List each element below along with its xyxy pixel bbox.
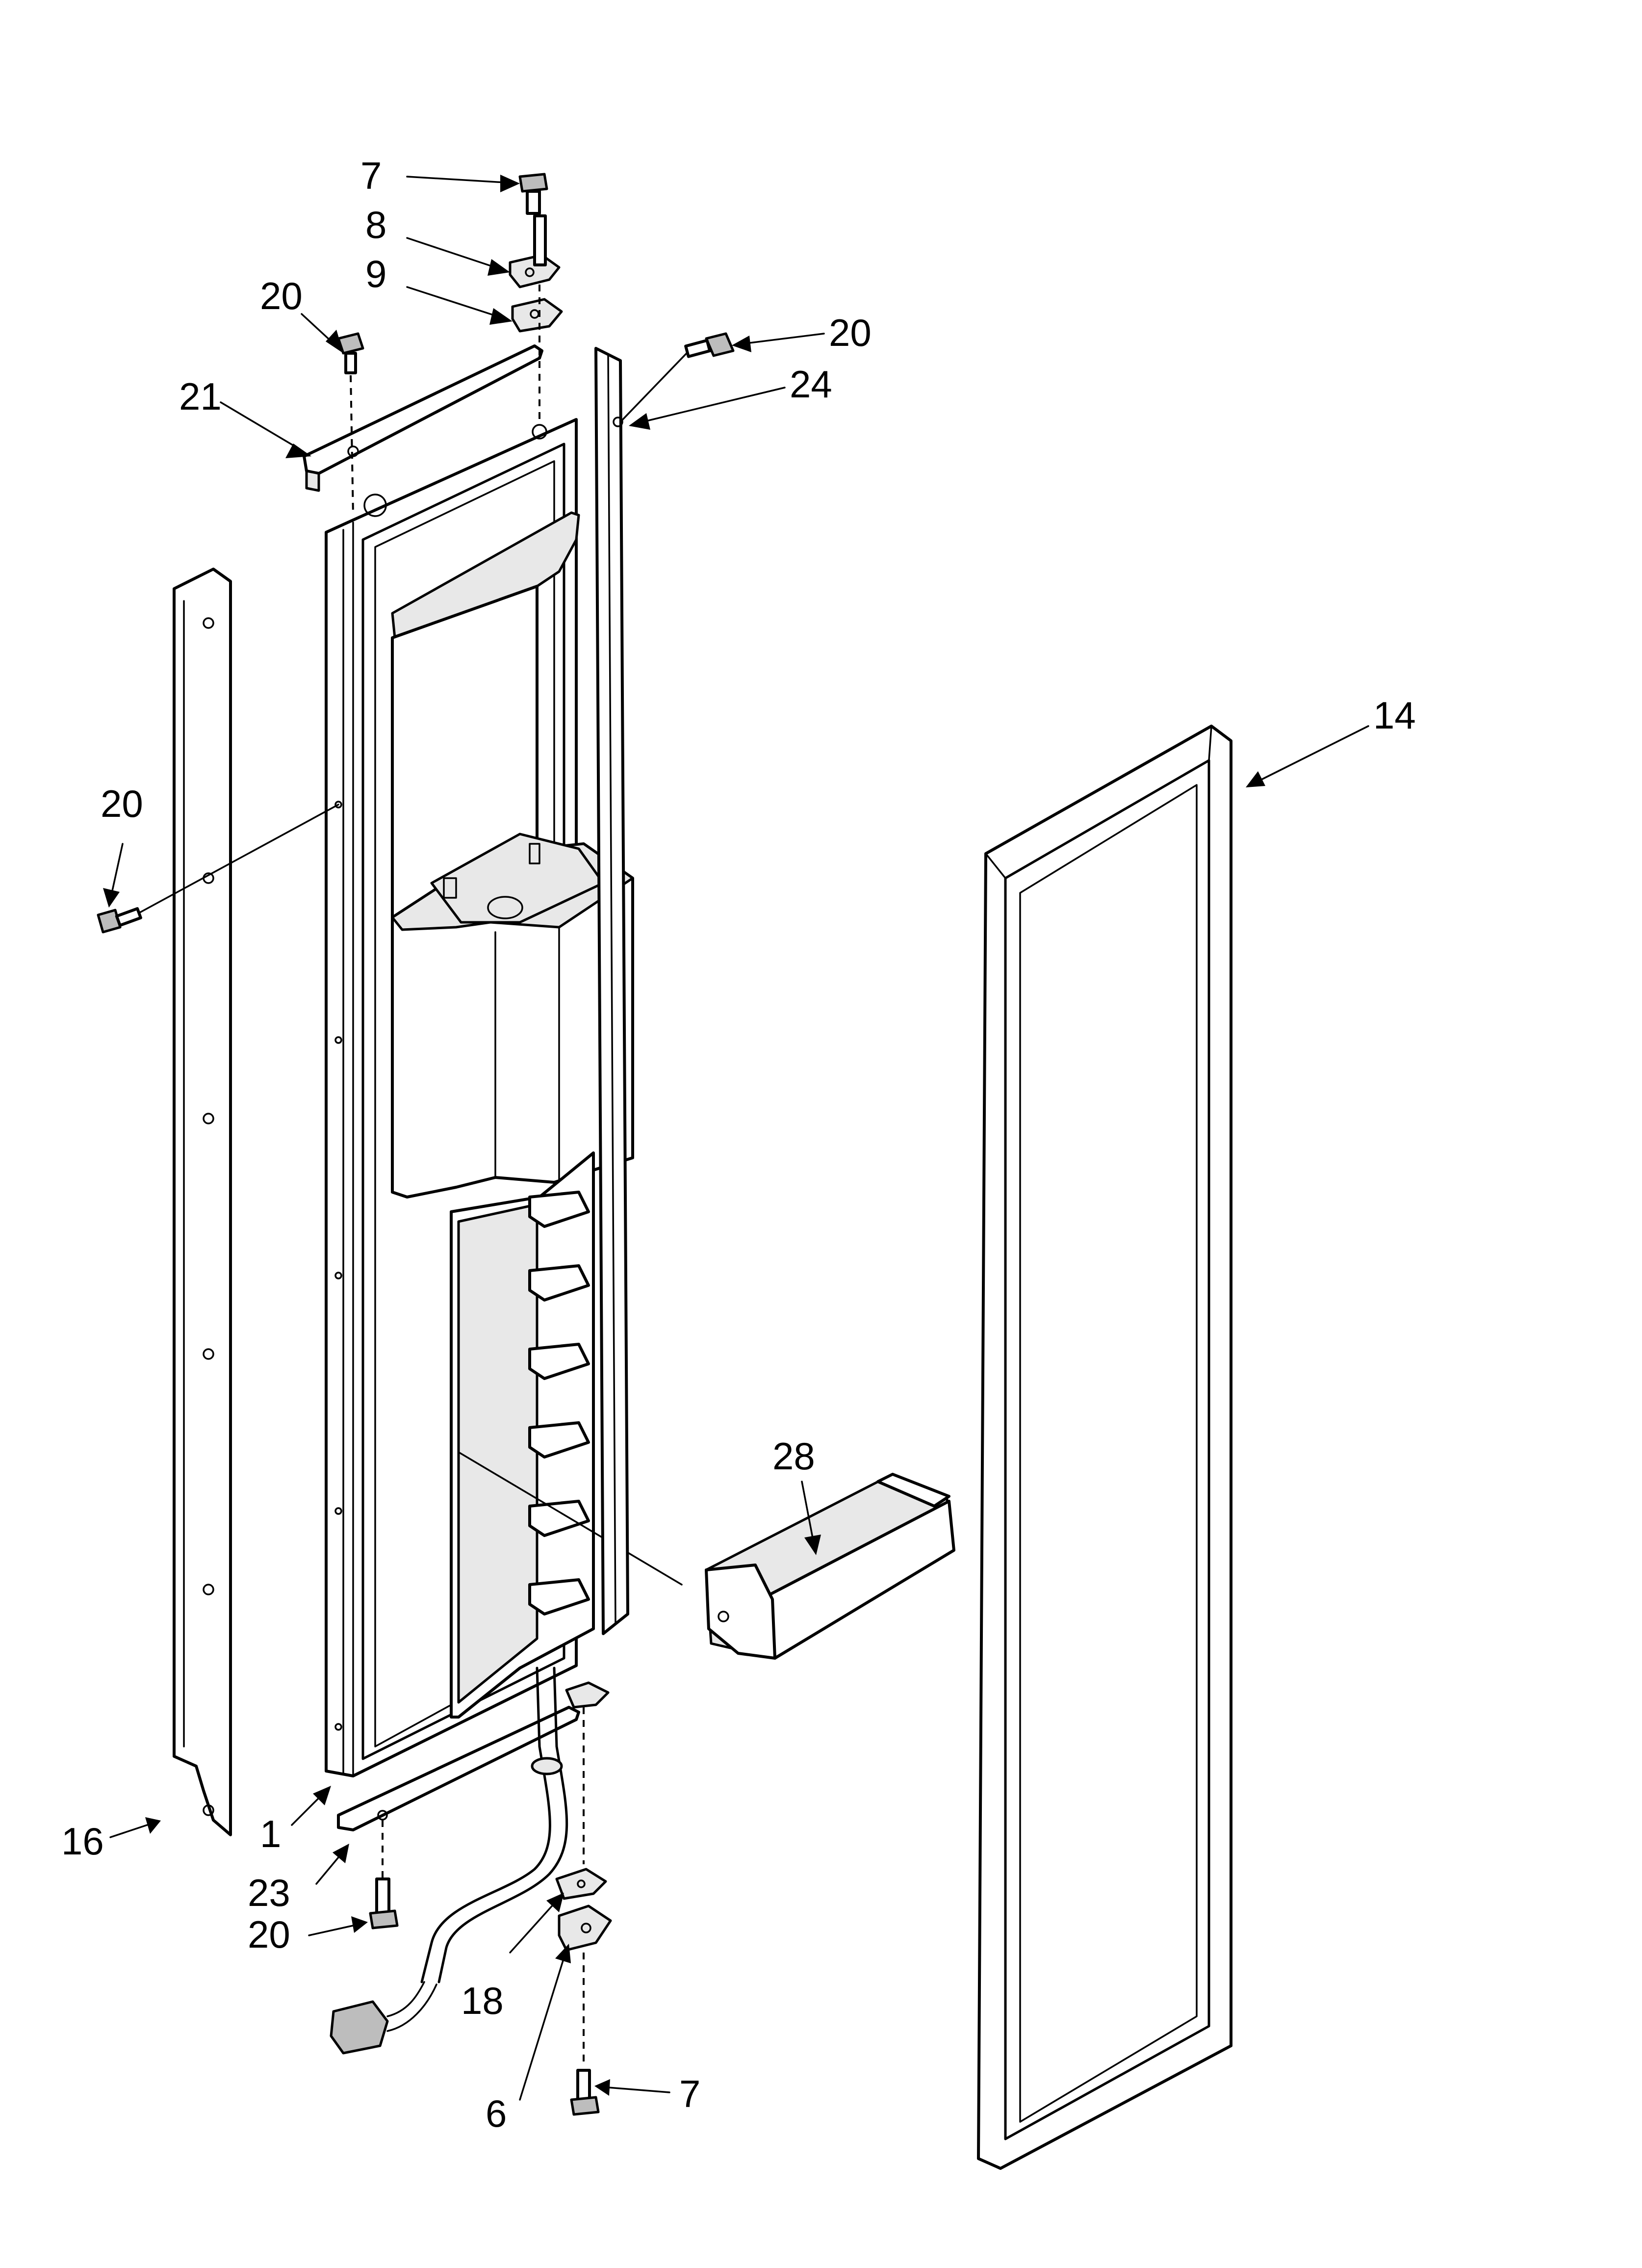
door-gasket-part-14 xyxy=(977,725,1232,2170)
callout-8: 8 xyxy=(365,203,386,246)
callout-6: 6 xyxy=(486,2092,507,2135)
door-bin-part-28 xyxy=(705,1473,955,1660)
callout-7-top: 7 xyxy=(360,154,382,197)
callout-20-left: 20 xyxy=(101,782,143,825)
door-assembly-part-1 xyxy=(325,418,683,1777)
callout-20-top-right: 20 xyxy=(829,311,872,354)
callout-9: 9 xyxy=(365,252,386,295)
callout-23: 23 xyxy=(248,1871,290,1914)
screw-part-20-left xyxy=(97,804,339,934)
callout-20-top-left: 20 xyxy=(260,274,303,317)
screw-part-20-top-left xyxy=(337,332,364,516)
water-line-harness xyxy=(330,1667,568,2055)
callout-14: 14 xyxy=(1373,694,1416,737)
screw-part-20-top-right xyxy=(619,332,735,423)
callout-16: 16 xyxy=(61,1820,104,1863)
callout-28: 28 xyxy=(772,1434,815,1478)
top-bracket-part-21 xyxy=(303,344,543,492)
callout-24: 24 xyxy=(790,363,832,406)
screw-part-7-bottom xyxy=(570,2069,600,2116)
screw-part-20-bottom xyxy=(369,1877,399,1929)
callout-1: 1 xyxy=(260,1812,281,1855)
screw-part-7-top xyxy=(518,173,548,215)
callout-21: 21 xyxy=(179,375,222,418)
callout-18: 18 xyxy=(461,1979,504,2022)
shelf-rails xyxy=(528,1191,590,1616)
callout-20-bottom: 20 xyxy=(248,1913,290,1956)
hinge-part-6 xyxy=(558,1904,612,2065)
lower-hinge-bracket xyxy=(565,1681,610,1864)
side-trim-part-16 xyxy=(173,568,232,1836)
callout-labels: 7 8 9 20 20 21 24 20 14 28 16 1 23 20 18… xyxy=(61,154,1416,2135)
callout-7-bottom: 7 xyxy=(679,2072,700,2115)
shim-part-9 xyxy=(511,298,563,333)
shim-part-18 xyxy=(555,1868,607,1900)
hinge-part-8 xyxy=(509,214,561,288)
callout-leaders xyxy=(103,175,1369,2101)
side-trim-part-24 xyxy=(594,347,629,1635)
bottom-bracket-part-23 xyxy=(337,1706,580,1879)
